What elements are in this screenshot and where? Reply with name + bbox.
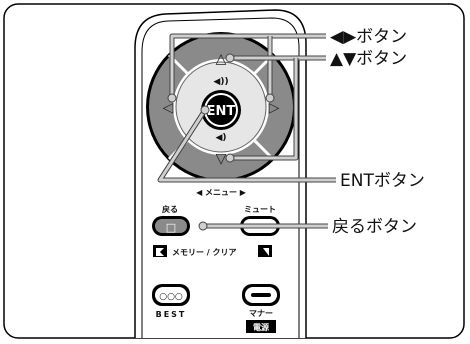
callout-lr-button: ◀▶ボタン: [330, 27, 407, 47]
manner-label: マナー: [249, 309, 273, 318]
best-symbol: ○○○: [159, 292, 183, 302]
volume-up-icon: ◀)): [213, 77, 228, 87]
ent-label: ENT: [207, 104, 236, 119]
clear-icon: [258, 245, 272, 257]
power-label: 電源: [253, 322, 269, 332]
best-button[interactable]: ○○○: [152, 284, 190, 306]
manner-button[interactable]: [242, 284, 280, 306]
menu-label: ◀ メニュー ▶: [196, 188, 247, 197]
power-badge: [246, 320, 276, 333]
leader-dot-left: [167, 93, 177, 103]
leader-dot-up: [225, 53, 235, 63]
leader-dot-down: [225, 153, 235, 163]
leader-dot-right: [265, 93, 275, 103]
down-arrow-button[interactable]: ▽: [216, 151, 227, 167]
dpad: △ ▽ ◁ ▷ ◀)) ◀) ENT: [146, 32, 296, 182]
best-label: BEST: [156, 310, 187, 319]
back-button[interactable]: □: [152, 216, 190, 236]
callout-ud-button: ▲▼ボタン: [330, 49, 407, 69]
leader-lines: [157, 33, 336, 229]
callout-back-button: 戻るボタン: [332, 217, 417, 237]
left-arrow-button[interactable]: ◁: [163, 100, 174, 116]
memory-icon: [153, 245, 167, 257]
callout-ent-button: ENTボタン: [340, 171, 425, 191]
mute-label: ミュート: [244, 205, 276, 214]
up-arrow-button[interactable]: △: [216, 51, 227, 67]
remote-control: △ ▽ ◁ ▷ ◀)) ◀) ENT ◀ メニュー ▶ 戻る □ ミュート: [134, 9, 307, 338]
ent-button[interactable]: ENT: [201, 90, 241, 130]
back-label: 戻る: [161, 204, 178, 214]
leader-dot-back: [198, 221, 208, 231]
leader-dot-ent: [200, 105, 210, 115]
back-symbol: □: [166, 221, 176, 234]
volume-down-icon: ◀): [215, 133, 226, 143]
memory-clear-label: メモリー / クリア: [172, 247, 237, 257]
right-arrow-button[interactable]: ▷: [269, 100, 280, 116]
